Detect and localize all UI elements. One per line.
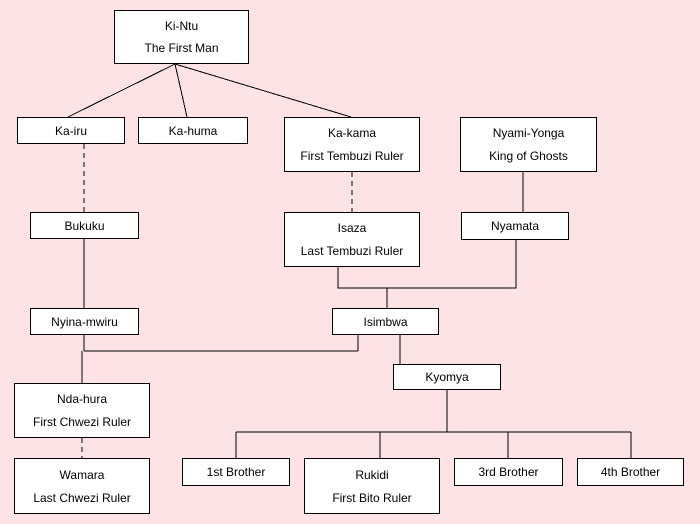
node-kakama: Ka-kama First Tembuzi Ruler xyxy=(284,117,420,172)
node-kakama-name: Ka-kama xyxy=(327,126,377,141)
line-isaza-nyamata-union xyxy=(337,240,517,289)
line-kintu-kairu xyxy=(67,63,176,118)
node-ndahura-title: First Chwezi Ruler xyxy=(32,414,131,429)
node-wamara-name: Wamara xyxy=(59,467,105,482)
node-kyomya-name: Kyomya xyxy=(425,370,469,384)
node-brother4-name: 4th Brother xyxy=(600,465,661,479)
node-wamara: Wamara Last Chwezi Ruler xyxy=(14,458,150,514)
node-kyomya: Kyomya xyxy=(393,364,501,390)
line-kintu-kakama xyxy=(174,63,352,118)
node-kairu-name: Ka-iru xyxy=(54,123,87,138)
node-wamara-title: Last Chwezi Ruler xyxy=(33,490,131,505)
node-ndahura-name: Nda-hura xyxy=(56,392,108,407)
node-isaza: Isaza Last Tembuzi Ruler xyxy=(284,212,420,267)
node-nyamiyonga-title: King of Ghosts xyxy=(489,148,568,163)
node-isimbwa-name: Isimbwa xyxy=(363,314,408,329)
node-nyinamwiru: Nyina-mwiru xyxy=(30,308,139,335)
node-isimbwa: Isimbwa xyxy=(332,308,439,335)
node-brother3-name: 3rd Brother xyxy=(478,465,539,479)
node-kintu: Ki-Ntu The First Man xyxy=(114,10,249,64)
node-brother1: 1st Brother xyxy=(182,458,290,486)
node-rukidi-name: Rukidi xyxy=(355,467,389,482)
line-kintu-kahuma xyxy=(174,63,188,118)
node-nyinamwiru-name: Nyina-mwiru xyxy=(51,314,118,329)
node-kintu-name: Ki-Ntu xyxy=(164,19,199,33)
node-nyamata-name: Nyamata xyxy=(490,219,540,233)
node-bukuku-name: Bukuku xyxy=(64,218,105,233)
node-kahuma-name: Ka-huma xyxy=(168,123,218,138)
node-rukidi: Rukidi First Bito Ruler xyxy=(304,458,440,514)
node-kairu: Ka-iru xyxy=(17,117,125,144)
node-rukidi-title: First Bito Ruler xyxy=(332,490,412,505)
node-isaza-name: Isaza xyxy=(337,221,367,236)
node-kahuma: Ka-huma xyxy=(138,117,248,144)
node-brother4: 4th Brother xyxy=(577,458,684,486)
node-kintu-title: The First Man xyxy=(144,41,219,55)
node-brother1-name: 1st Brother xyxy=(206,465,266,479)
node-isaza-title: Last Tembuzi Ruler xyxy=(300,243,404,258)
node-nyamata: Nyamata xyxy=(461,212,569,240)
node-nyamiyonga: Nyami-Yonga King of Ghosts xyxy=(460,117,597,172)
node-brother3: 3rd Brother xyxy=(454,458,563,486)
node-bukuku: Bukuku xyxy=(30,212,139,239)
node-ndahura: Nda-hura First Chwezi Ruler xyxy=(14,383,150,438)
node-kakama-title: First Tembuzi Ruler xyxy=(300,148,404,163)
node-nyamiyonga-name: Nyami-Yonga xyxy=(492,126,565,141)
